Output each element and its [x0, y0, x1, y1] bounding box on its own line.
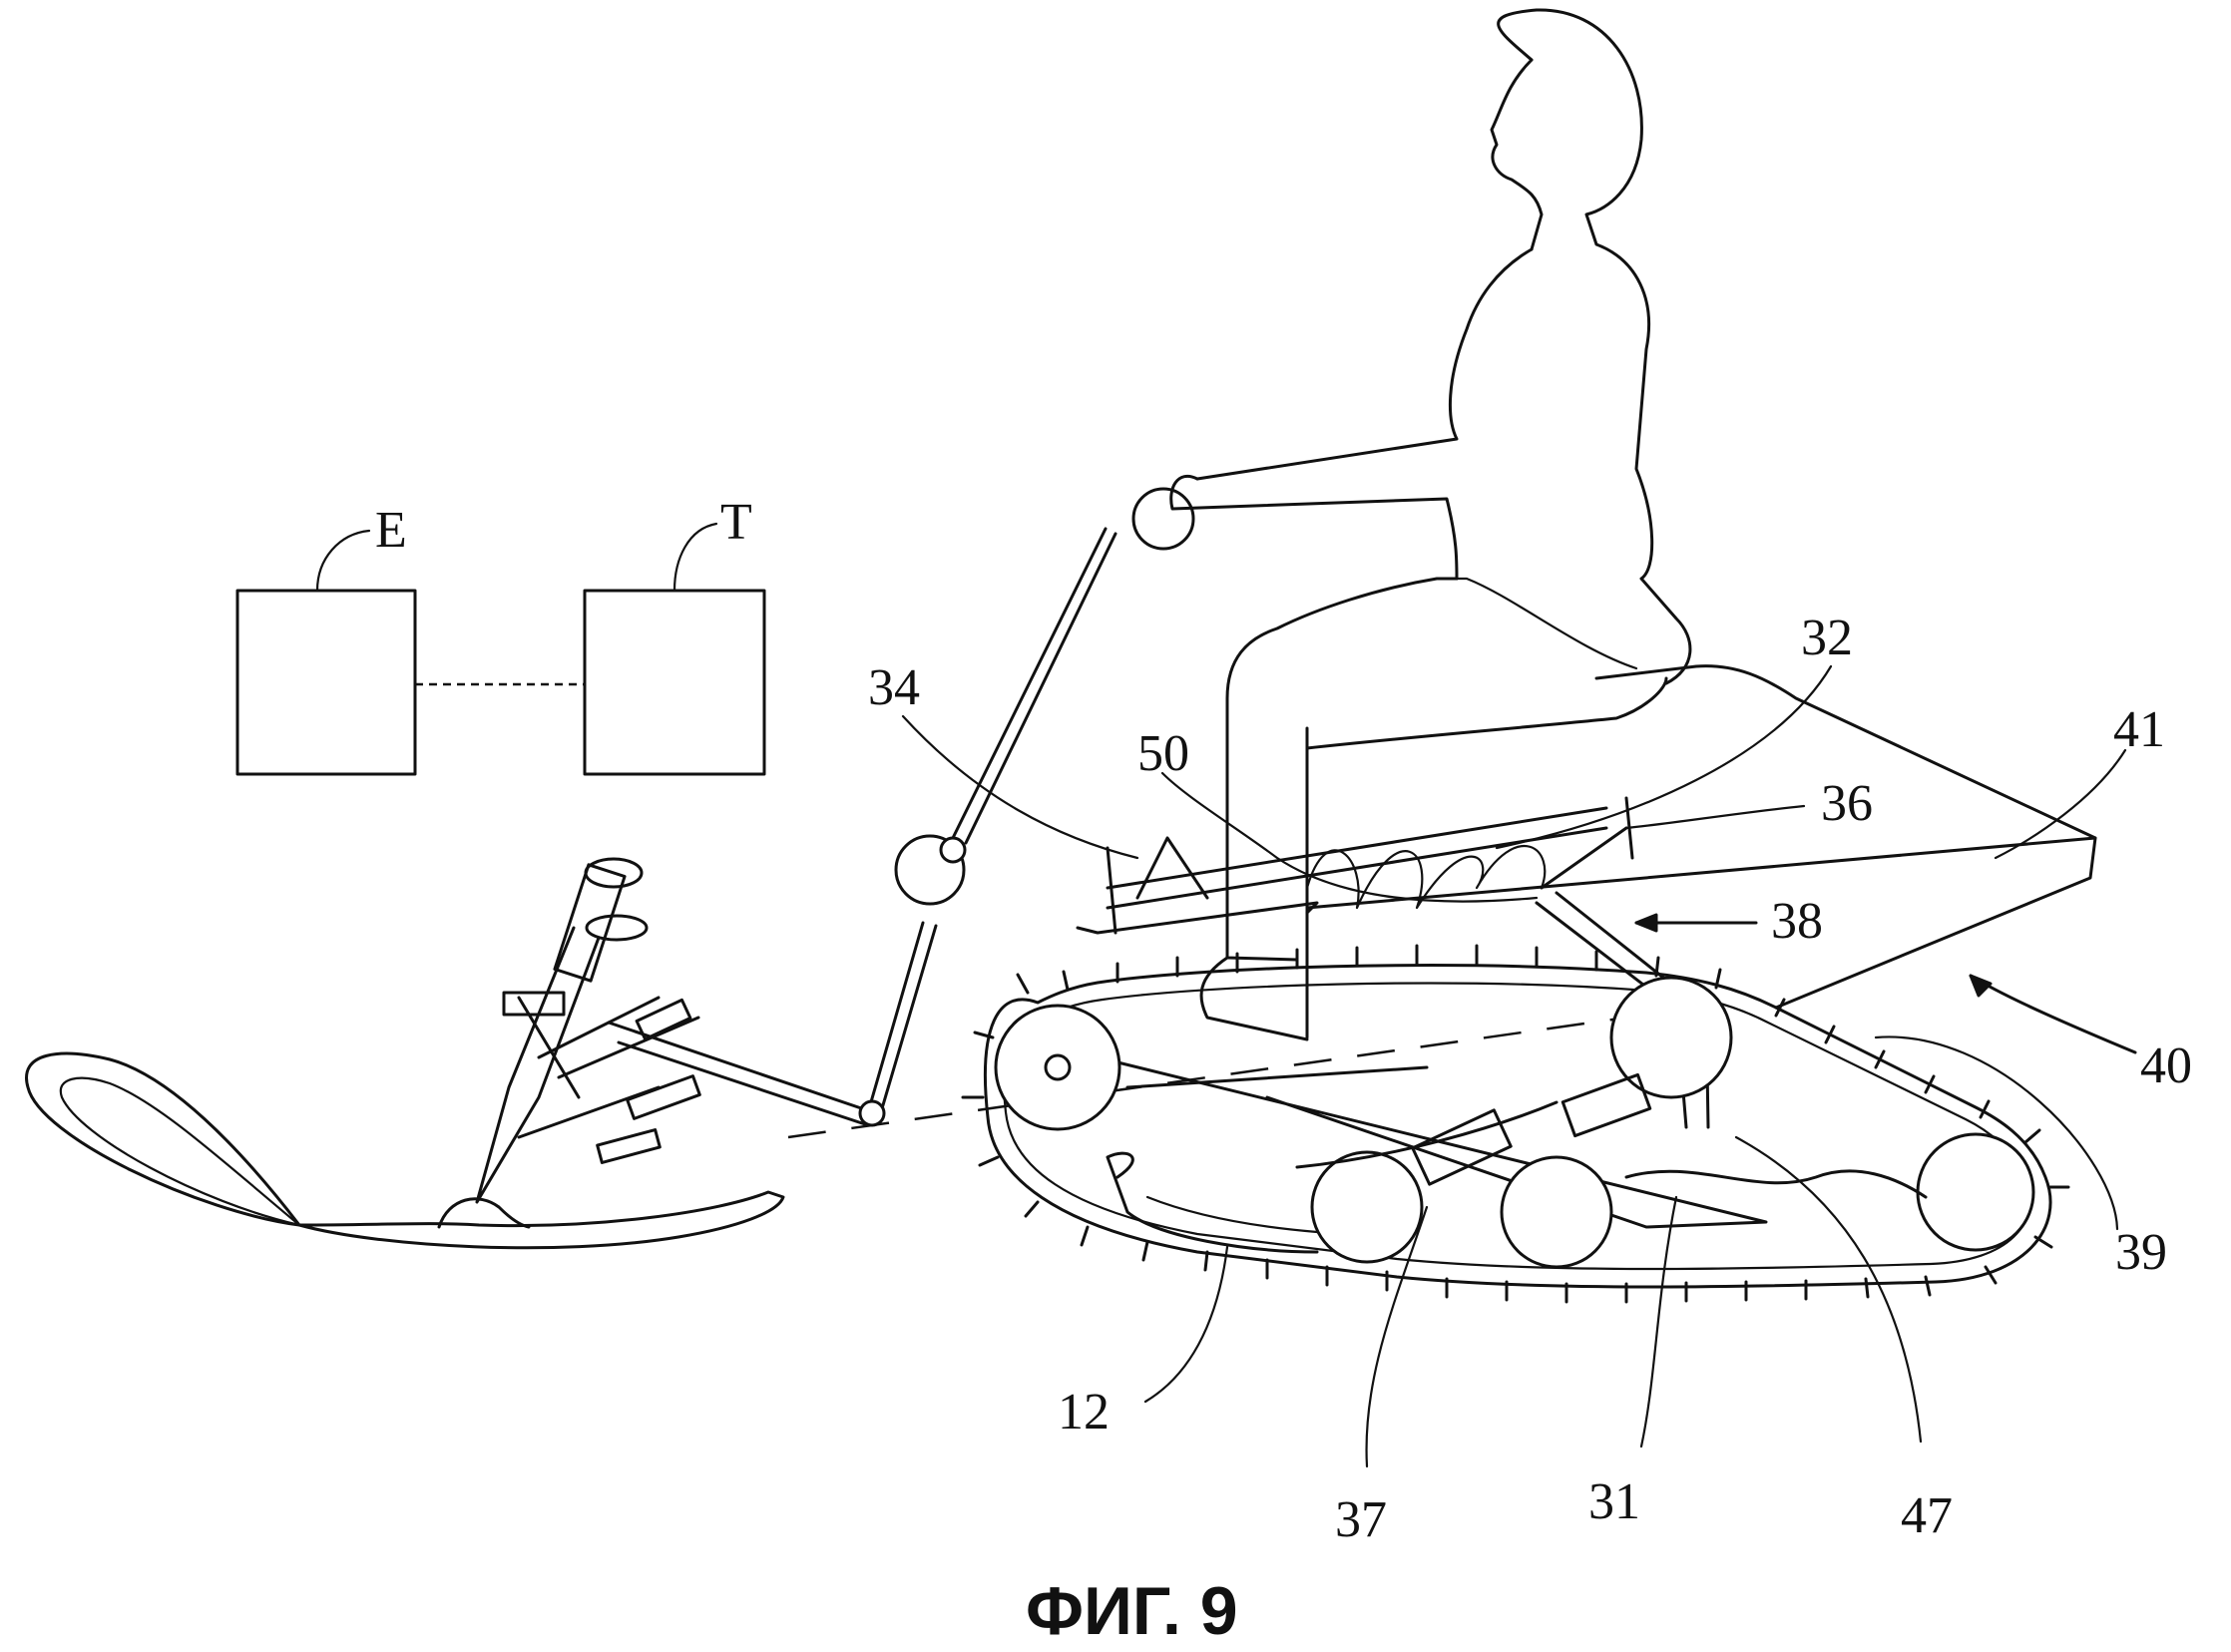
steering-column — [858, 487, 1195, 1127]
front-drive-hub — [1044, 1053, 1072, 1081]
upper-idler-wheel — [1609, 976, 1733, 1099]
track-belt — [961, 944, 2070, 1304]
ref-40: 40 — [2140, 1037, 2192, 1094]
ref-12: 12 — [1058, 1384, 1110, 1441]
track-wheels — [994, 976, 2035, 1269]
ref-36: 36 — [1821, 775, 1873, 832]
transmission-label: T — [720, 494, 752, 551]
rider-figure — [1169, 8, 1692, 1041]
ref-32: 32 — [1801, 610, 1853, 666]
rear-wheel — [1916, 1132, 2035, 1252]
engine-block — [235, 529, 417, 776]
ref-38: 38 — [1771, 893, 1823, 950]
engine-label: E — [375, 502, 407, 559]
center-axis-line — [787, 1006, 1697, 1139]
ref-39: 39 — [2115, 1224, 2167, 1281]
track-cleats — [961, 944, 2070, 1304]
ref-31: 31 — [1588, 1473, 1640, 1530]
figure-caption: ФИГ. 9 — [1026, 1573, 1238, 1649]
bogie-wheel-2 — [1500, 1155, 1613, 1269]
bogie-wheel-1 — [1310, 1150, 1424, 1264]
ref-37: 37 — [1335, 1491, 1387, 1548]
seat-body — [1076, 664, 2097, 1010]
ref-50: 50 — [1137, 725, 1189, 782]
leader-lines — [901, 664, 2137, 1468]
front-ski — [25, 1051, 785, 1250]
ski-steering-linkage — [475, 857, 875, 1204]
transmission-block — [583, 522, 766, 776]
ref-47: 47 — [1901, 1487, 1953, 1544]
ref-41: 41 — [2113, 701, 2165, 758]
ref-34: 34 — [868, 659, 920, 716]
slide-rail-and-shock — [1106, 1072, 1652, 1254]
